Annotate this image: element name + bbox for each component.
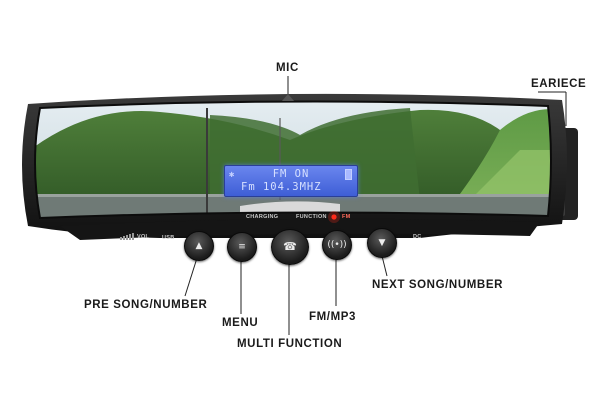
earpiece-callout: EARIECE: [531, 78, 587, 90]
fm-mp3-callout: FM/MP3: [309, 311, 357, 323]
volume-bars: [120, 233, 134, 240]
next-song-callout: NEXT SONG/NUMBER: [372, 279, 503, 291]
down-triangle-icon: ▼: [378, 238, 386, 248]
menu-callout: MENU: [222, 317, 259, 329]
next-song-button[interactable]: ▼: [367, 228, 397, 258]
mirror-glass: [35, 101, 551, 218]
vol-label: VOL: [137, 234, 150, 240]
pre-song-button[interactable]: ▲: [184, 231, 214, 261]
function-label: FUNCTION: [296, 214, 327, 220]
usb-label: USB: [162, 235, 175, 241]
lcd-line-2: Fm 104.3MHZ: [241, 181, 322, 193]
pre-song-callout: PRE SONG/NUMBER: [84, 299, 208, 311]
mic-grille: [282, 94, 294, 101]
fm-mp3-button[interactable]: ((•)): [322, 230, 352, 260]
up-triangle-icon: ▲: [195, 241, 203, 251]
leader-lines: [184, 76, 567, 335]
charging-label: CHARGING: [246, 214, 279, 220]
control-strip: [60, 218, 540, 240]
lcd-line-1: FM ON: [272, 168, 310, 180]
fm-label: FM: [342, 214, 351, 220]
menu-button[interactable]: ≡: [227, 232, 257, 262]
bluetooth-icon: ✱: [229, 170, 235, 180]
phone-icon: ☎: [283, 240, 297, 253]
menu-icon: ≡: [238, 242, 246, 252]
battery-icon: [345, 169, 352, 180]
multi-function-button[interactable]: ☎: [271, 229, 309, 265]
dc-label: DC: [413, 234, 422, 240]
radio-signal-icon: ((•)): [327, 240, 347, 250]
fm-indicator-led: [331, 214, 337, 220]
multi-function-callout: MULTI FUNCTION: [237, 338, 343, 350]
mic-callout: MIC: [276, 62, 299, 74]
lcd-display: ✱ FM ON Fm 104.3MHZ: [224, 165, 358, 197]
